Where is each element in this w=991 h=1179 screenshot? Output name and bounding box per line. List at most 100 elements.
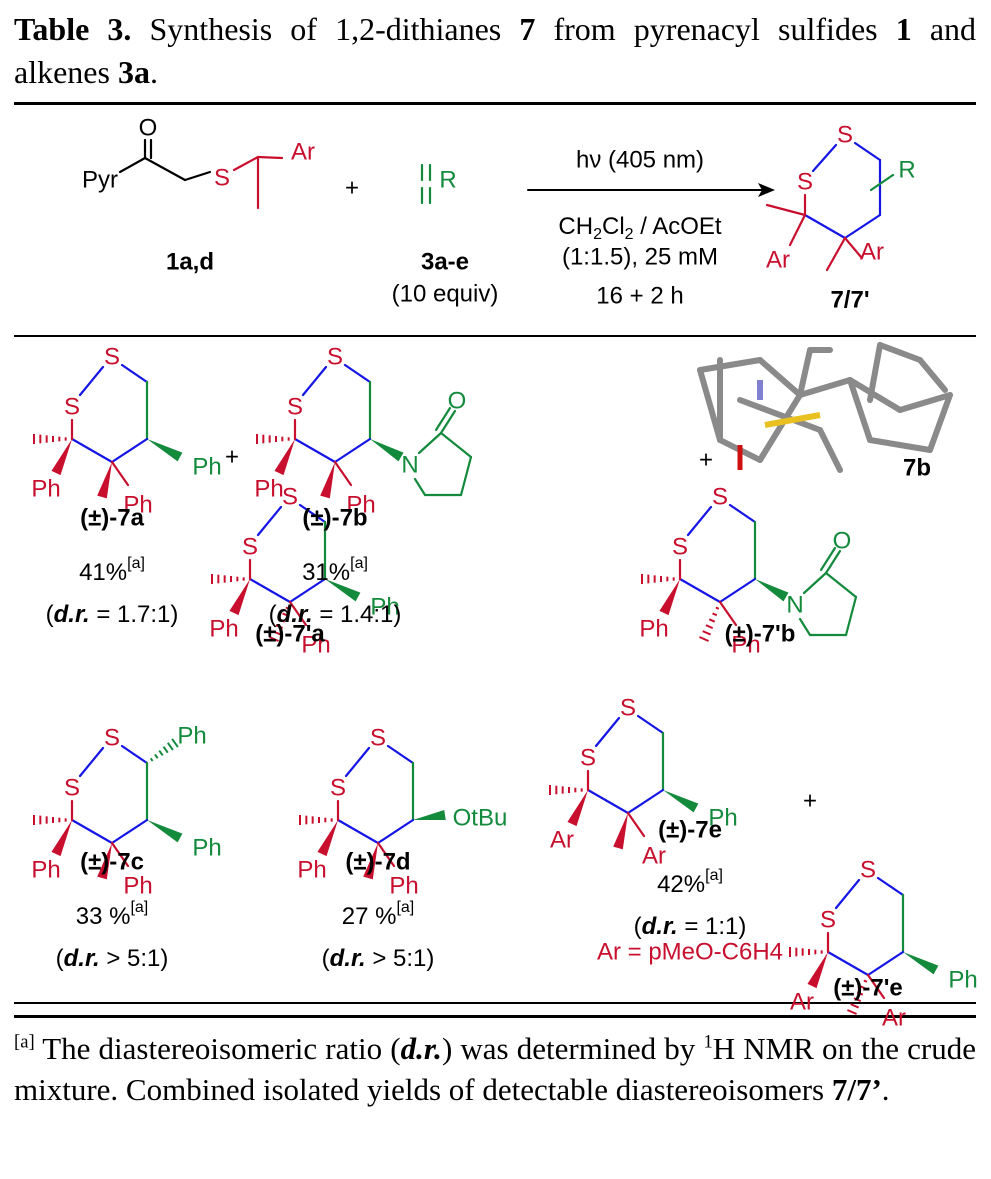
compound-id: (±)-7e bbox=[658, 817, 722, 844]
hashed-bond bbox=[715, 606, 720, 610]
bond bbox=[678, 577, 722, 604]
label-part: 2 bbox=[593, 226, 602, 243]
sulfur-label: S bbox=[820, 907, 836, 934]
caption-compound: 3a bbox=[117, 54, 150, 90]
bond bbox=[298, 503, 327, 524]
footnote-mark: [a] bbox=[14, 1031, 35, 1053]
hashed-bond bbox=[167, 742, 174, 751]
bond bbox=[718, 600, 738, 627]
plus-sign: + bbox=[225, 444, 239, 471]
atom-label: Ph bbox=[123, 873, 152, 900]
wedge-bond bbox=[229, 579, 250, 616]
hashed-bond bbox=[856, 991, 864, 996]
label-part: [a] bbox=[127, 555, 145, 572]
crystal-bond bbox=[817, 427, 843, 473]
bond bbox=[78, 746, 105, 778]
crystal-bond bbox=[737, 397, 823, 433]
bond bbox=[434, 406, 452, 432]
yield: 27 %[a] bbox=[342, 899, 415, 930]
label-part: [a] bbox=[396, 899, 414, 916]
bond bbox=[636, 714, 665, 735]
bond bbox=[110, 460, 130, 487]
conditions-ratio: (1:1.5), 25 mM bbox=[562, 244, 718, 271]
crystal-bond bbox=[697, 367, 723, 443]
conditions-light: hν (405 nm) bbox=[576, 147, 704, 174]
diastereomeric-ratio: (d.r. > 5:1) bbox=[322, 945, 435, 972]
atom-label: OtBu bbox=[453, 805, 508, 832]
bond bbox=[413, 477, 427, 497]
sulfur-label: S bbox=[287, 394, 303, 421]
bond bbox=[853, 141, 882, 162]
bond bbox=[232, 155, 260, 172]
plus-sign: + bbox=[345, 175, 359, 202]
bond bbox=[819, 546, 837, 572]
sulfur-label: S bbox=[370, 725, 386, 752]
atom-label: Ph bbox=[297, 857, 326, 884]
hashed-bond bbox=[712, 612, 718, 617]
hashed-bond bbox=[282, 612, 288, 617]
sulfur-label: S bbox=[282, 484, 298, 511]
bond bbox=[343, 363, 372, 384]
hashed-bond bbox=[269, 636, 279, 642]
atom-label: Ar bbox=[550, 827, 574, 854]
label-part: d.r. bbox=[642, 913, 678, 940]
diastereomeric-ratio: (d.r. = 1.7:1) bbox=[46, 601, 179, 628]
bond bbox=[70, 437, 114, 464]
atom-label: Ph bbox=[948, 967, 977, 994]
crystal-bond bbox=[847, 377, 903, 413]
hashed-bond bbox=[705, 624, 714, 630]
label-part: ( bbox=[56, 945, 64, 972]
label-part: = 1.4:1 bbox=[319, 601, 393, 628]
bond bbox=[798, 617, 812, 637]
atom-label: Ph bbox=[708, 805, 737, 832]
atom-label: Ph bbox=[31, 476, 60, 503]
diastereomeric-ratio: (d.r. > 5:1) bbox=[56, 945, 169, 972]
label-part: [a] bbox=[130, 899, 148, 916]
hashed-bond bbox=[149, 757, 154, 762]
label-part: ) bbox=[426, 945, 434, 972]
bond bbox=[301, 365, 328, 397]
atom-label: Ph bbox=[731, 632, 760, 659]
crystal-bond bbox=[797, 347, 813, 398]
label-part: 31% bbox=[302, 559, 350, 586]
diastereomeric-ratio: (d.r. = 1:1) bbox=[634, 913, 747, 940]
sulfur-label: S bbox=[620, 695, 636, 722]
sulfur-label: S bbox=[712, 484, 728, 511]
compound-id: 1a,d bbox=[166, 249, 214, 276]
hashed-bond bbox=[853, 997, 862, 1003]
bond bbox=[256, 155, 284, 160]
wedge-bond bbox=[51, 820, 72, 857]
compound-id: (±)-7a bbox=[80, 505, 144, 532]
bond bbox=[765, 203, 807, 217]
hashed-bond bbox=[278, 618, 286, 623]
bond bbox=[110, 818, 149, 845]
label-part: d.r. bbox=[64, 945, 100, 972]
crystal-bond bbox=[757, 392, 803, 463]
sulfur-label: S bbox=[64, 775, 80, 802]
atom-label: Ph bbox=[123, 492, 152, 519]
bond bbox=[110, 841, 130, 868]
atom-label: N bbox=[786, 592, 803, 619]
wedge-bond bbox=[320, 462, 335, 499]
label-part: 42% bbox=[657, 871, 705, 898]
bond bbox=[843, 213, 882, 240]
bond bbox=[788, 213, 807, 247]
label-part: > 5:1 bbox=[372, 945, 426, 972]
footnote-text: ) was determined by bbox=[441, 1031, 704, 1066]
wedge-bond bbox=[370, 439, 404, 462]
footnote-dr: d.r. bbox=[400, 1031, 442, 1066]
yield: 33 %[a] bbox=[76, 899, 149, 930]
atom-label: Ar bbox=[642, 843, 666, 870]
atom-label: Pyr bbox=[82, 167, 118, 194]
bond bbox=[248, 577, 292, 604]
compound-id: (±)-7d bbox=[345, 849, 410, 876]
atom-label: R bbox=[898, 157, 915, 184]
diastereomeric-ratio: (d.r. = 1.4:1) bbox=[269, 601, 402, 628]
wedge-bond bbox=[97, 462, 112, 499]
atom-label: Ar bbox=[790, 989, 814, 1016]
bond bbox=[376, 841, 396, 868]
reaction-arrow-head bbox=[758, 183, 775, 197]
footnote-sup: 1 bbox=[703, 1031, 713, 1053]
label-part: 33 % bbox=[76, 903, 131, 930]
wedge-bond bbox=[97, 843, 112, 880]
